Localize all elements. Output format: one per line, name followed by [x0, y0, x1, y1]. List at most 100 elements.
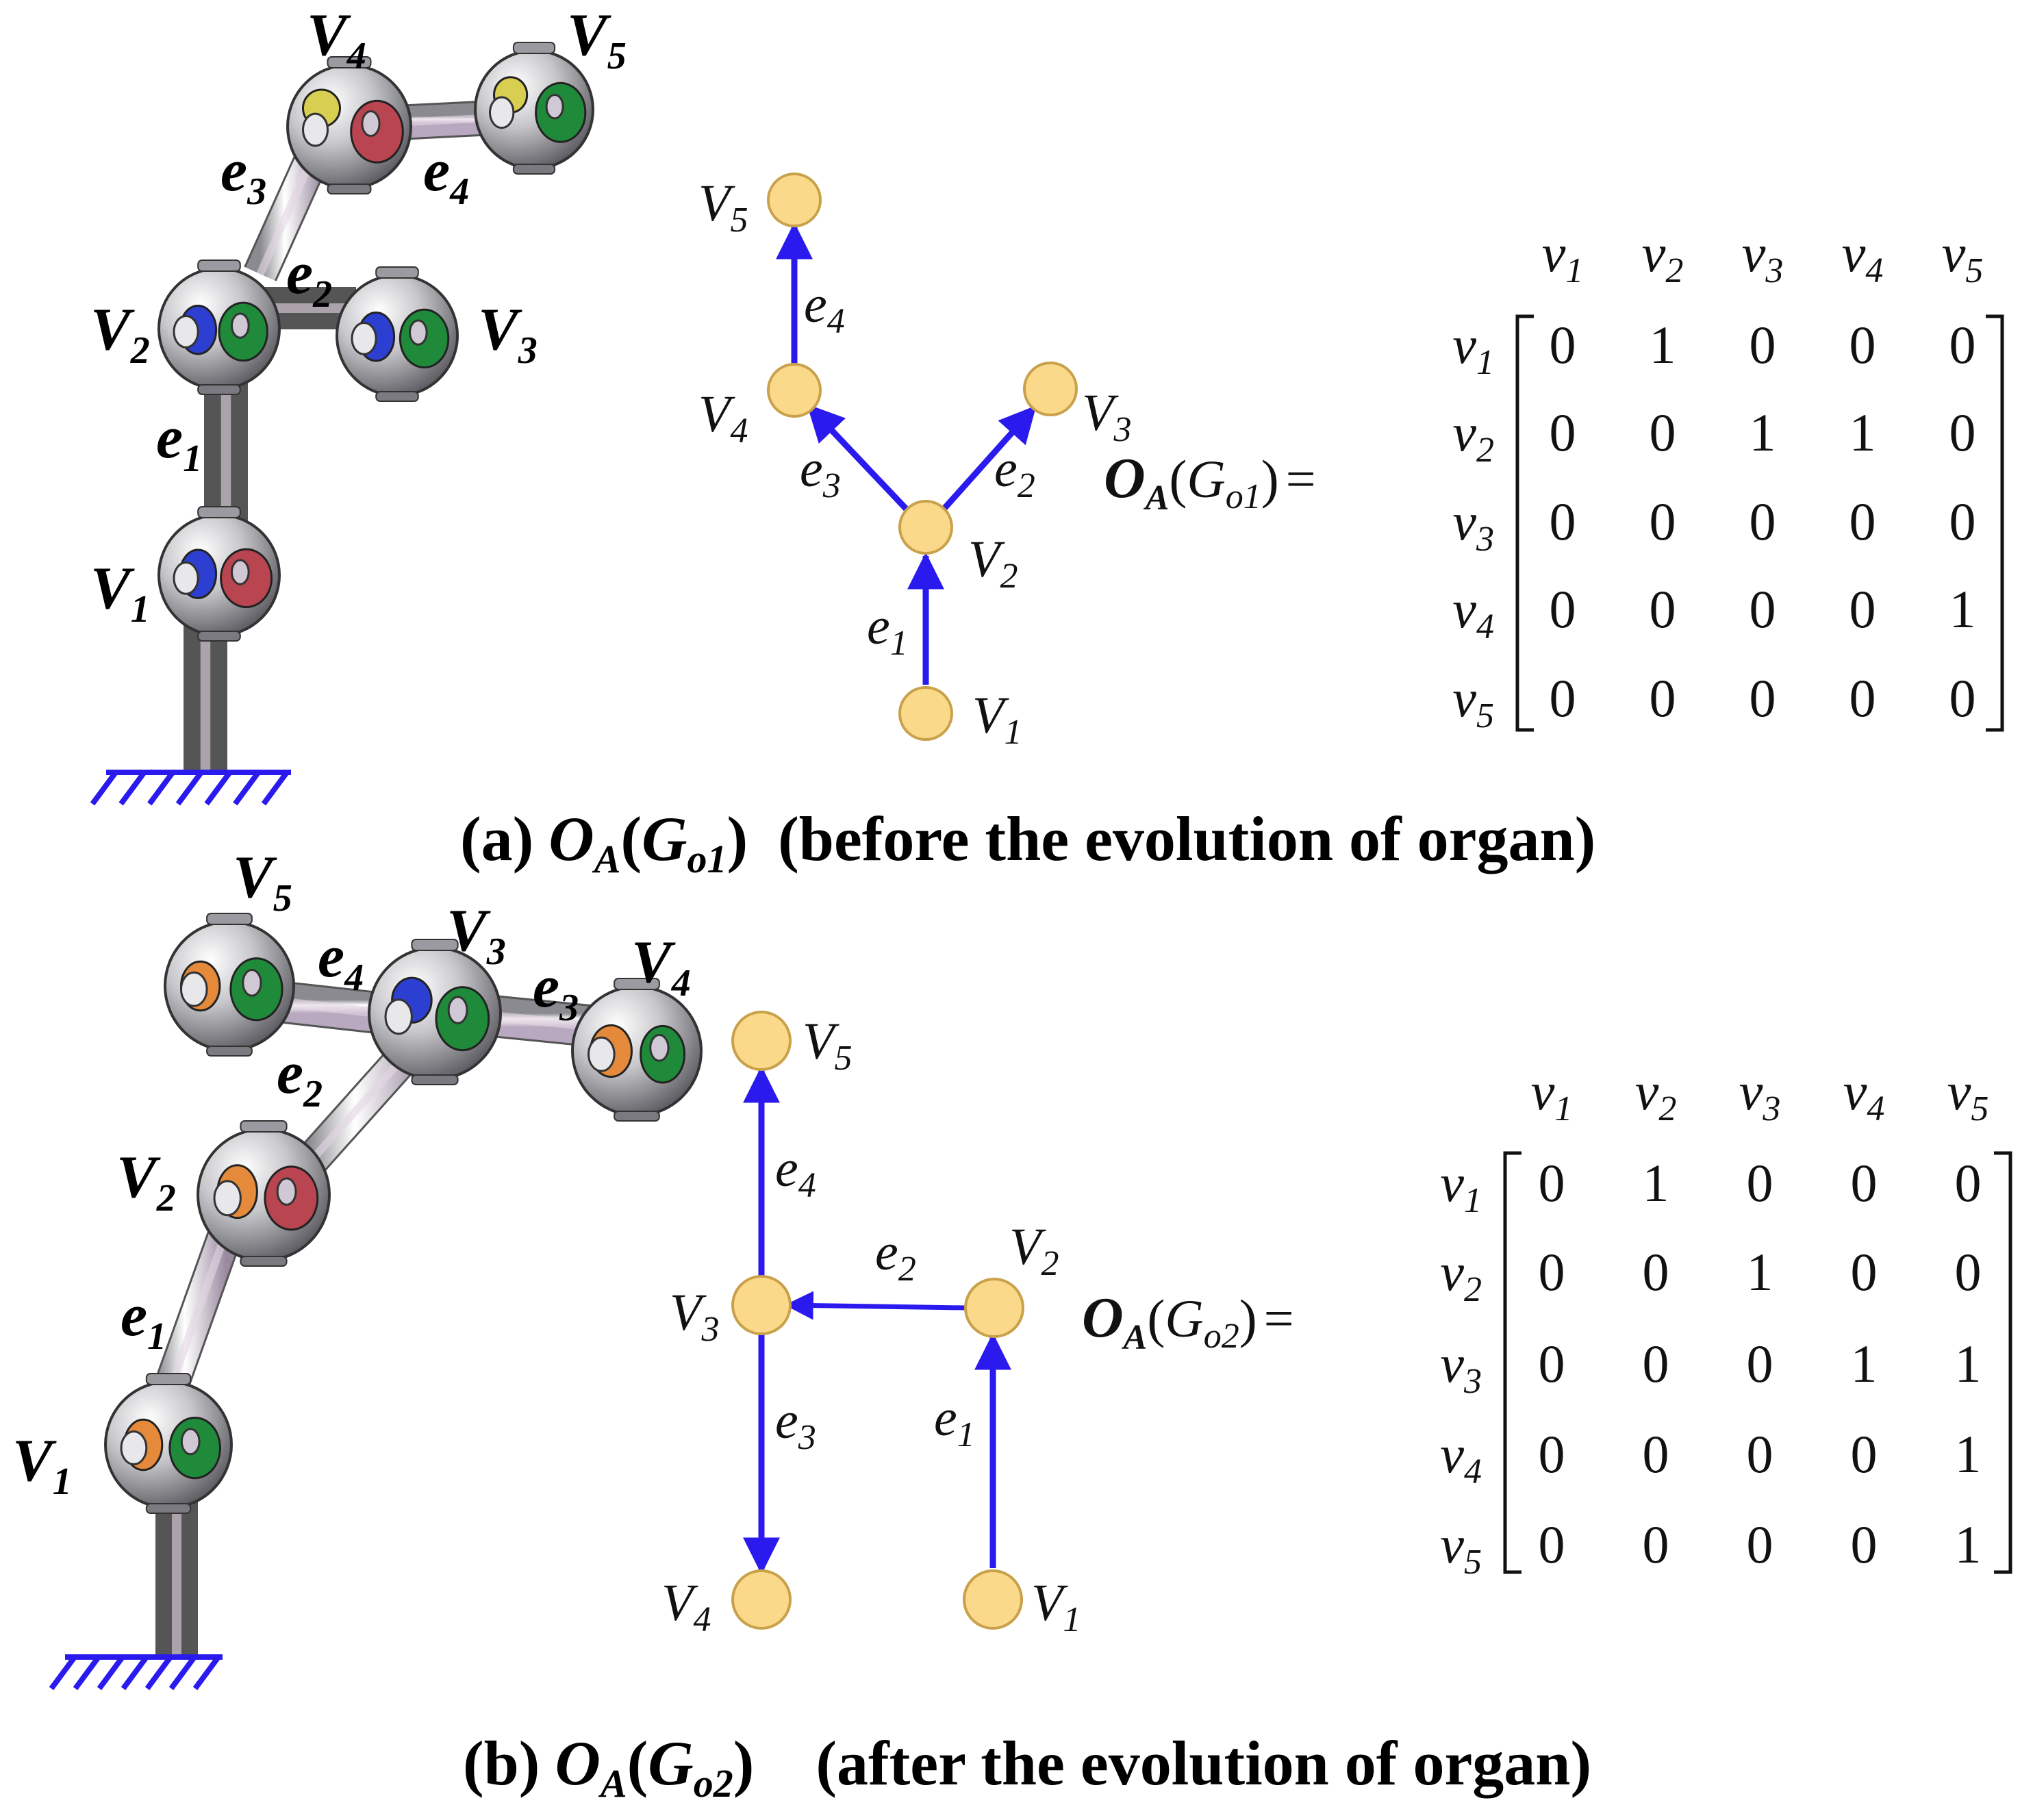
matrix-a-cell: 0 [1849, 579, 1876, 639]
robot-ground-hatch [168, 1655, 197, 1691]
robot-a-module-v2-label: V2 [90, 296, 150, 372]
matrix-b-cell: 0 [1539, 1424, 1565, 1484]
robot-b-link-e1-label: e1 [121, 1282, 166, 1358]
robot-module-bottom-bolt [197, 384, 241, 395]
robot-module-bottom-bolt [145, 1503, 192, 1514]
robot-a-module-v3-label: V3 [478, 296, 538, 372]
matrix-a-cell: 0 [1949, 668, 1976, 728]
robot-ground-hatch [73, 1655, 101, 1691]
matrix-b-cell: 0 [1851, 1153, 1878, 1213]
matrix-a-col-header-3: v3 [1742, 223, 1784, 290]
robot-module-peg [213, 1180, 242, 1217]
robot-ground-hatch [90, 770, 118, 806]
matrix-b-cell: 1 [1851, 1334, 1878, 1393]
robot-b-module-v2-label: V2 [116, 1144, 176, 1219]
robot-module-peg [120, 1430, 148, 1466]
robot-module-bottom-bolt [206, 1046, 253, 1057]
graph-b-node-v5 [731, 1011, 792, 1071]
matrix-a-cell: 0 [1650, 492, 1676, 551]
graph-a-edge-e2 [939, 405, 1037, 513]
matrix-b-row-header-2: v2 [1440, 1242, 1482, 1309]
robot-module-peg [489, 96, 515, 129]
robot-ground-hatch [204, 770, 232, 806]
robot-module-peg [180, 971, 208, 1007]
matrix-a-cell: 0 [1849, 315, 1876, 375]
robot-module-peg [545, 94, 564, 120]
matrix-b-cell: 0 [1539, 1242, 1565, 1302]
robot-a-link-e2-label: e2 [286, 240, 332, 316]
robot-module-top-bolt [411, 939, 459, 951]
matrix-b-col-header-1: v1 [1531, 1061, 1573, 1128]
matrix-b-cell: 0 [1539, 1515, 1565, 1574]
matrix-b-cell: 0 [1747, 1424, 1773, 1484]
robot-ground-hatch [121, 1655, 149, 1691]
matrix-a-cell: 0 [1750, 492, 1776, 551]
robot-module-bottom-bolt [411, 1074, 459, 1085]
graph-b-node-v3 [731, 1275, 792, 1335]
graph-a-node-v4 [767, 363, 822, 418]
robot-module-peg [276, 1177, 297, 1206]
matrix-b-cell: 1 [1643, 1153, 1669, 1213]
matrix-b-cell: 0 [1851, 1515, 1878, 1574]
graph-a-edge-e4-label: e4 [804, 276, 845, 341]
matrix-b-cell: 0 [1851, 1242, 1878, 1302]
matrix-b-row-header-5: v5 [1440, 1515, 1482, 1582]
matrix-a-row-header-5: v5 [1452, 668, 1494, 735]
graph-b-edge-e3-label: e3 [775, 1392, 816, 1457]
robot-module-top-bolt [375, 266, 419, 279]
robot-module-top-bolt [197, 506, 241, 518]
matrix-a-col-header-2: v2 [1642, 223, 1684, 290]
robot-module-peg [242, 969, 262, 997]
robot-a-module-v4-label: V4 [307, 2, 366, 77]
robot-module-top-bolt [614, 978, 660, 990]
graph-a-node-v1 [898, 686, 953, 741]
matrix-a-row-header-4: v4 [1452, 579, 1494, 646]
matrix-a-cell: 0 [1849, 492, 1876, 551]
robot-module-peg [588, 1036, 616, 1072]
graph-a-edge-e1-label: e1 [867, 598, 908, 663]
matrix-a-row-header-2: v2 [1452, 403, 1494, 470]
matrix-a-left-bracket [1515, 314, 1534, 732]
robot-module-peg [361, 110, 381, 137]
matrix-a-cell: 0 [1949, 315, 1976, 375]
robot-module-peg [408, 319, 428, 346]
graph-b-node-v3-label: V3 [670, 1284, 719, 1349]
robot-module-top-bolt [206, 913, 253, 925]
robot-b-link-e3-label: e3 [533, 954, 579, 1029]
robot-a-module-v5-label: V5 [567, 2, 627, 77]
graph-b-node-v4 [731, 1569, 792, 1630]
graph-a-node-v5 [767, 173, 822, 227]
matrix-a-cell: 0 [1750, 668, 1776, 728]
robot-ground-hatch [118, 770, 147, 806]
matrix-a-cell: 0 [1949, 492, 1976, 551]
matrix-b-col-header-5: v5 [1947, 1061, 1989, 1128]
matrix-b-row-header-3: v3 [1440, 1334, 1482, 1401]
matrix-a-cell: 0 [1650, 668, 1676, 728]
caption-b: (b)OA(Go2)(after the evolution of organ) [463, 1728, 1591, 1806]
robot-module-peg [384, 998, 413, 1035]
graph-a-edge-e3 [807, 404, 911, 514]
robot-module-top-bolt [512, 42, 556, 54]
matrix-b-col-header-3: v3 [1739, 1061, 1781, 1128]
robot-module-peg [173, 315, 199, 349]
graph-b-edge-e1-label: e1 [934, 1389, 975, 1454]
robot-module-bottom-bolt [327, 184, 372, 194]
graph-a-node-v5-label: V5 [698, 175, 748, 240]
matrix-a-row-header-3: v3 [1452, 492, 1494, 559]
matrix-b-cell: 0 [1851, 1424, 1878, 1484]
robot-b-module-v1-label: V1 [12, 1428, 72, 1503]
matrix-b-cell: 1 [1955, 1515, 1982, 1574]
graph-b-edge-e4-label: e4 [775, 1140, 816, 1205]
caption-a: (a)OA(Go1)(before the evolution of organ… [460, 804, 1595, 881]
robot-module-bottom-bolt [240, 1256, 288, 1267]
matrix-a-cell: 0 [1550, 315, 1576, 375]
robot-module-peg [447, 996, 468, 1024]
robot-a-labels: V4 V5 e3 e4 e2 V2 V3 e1 V1 [90, 2, 627, 631]
matrix-a-cell: 1 [1750, 403, 1776, 462]
robot-b-module-v5-label: V5 [233, 844, 292, 920]
robot-module-top-bolt [197, 260, 241, 272]
matrix-a-right-bracket [1986, 314, 2004, 732]
matrix-b-col-header-4: v4 [1843, 1061, 1885, 1128]
graph-a-edge-e2-label: e2 [994, 440, 1035, 505]
